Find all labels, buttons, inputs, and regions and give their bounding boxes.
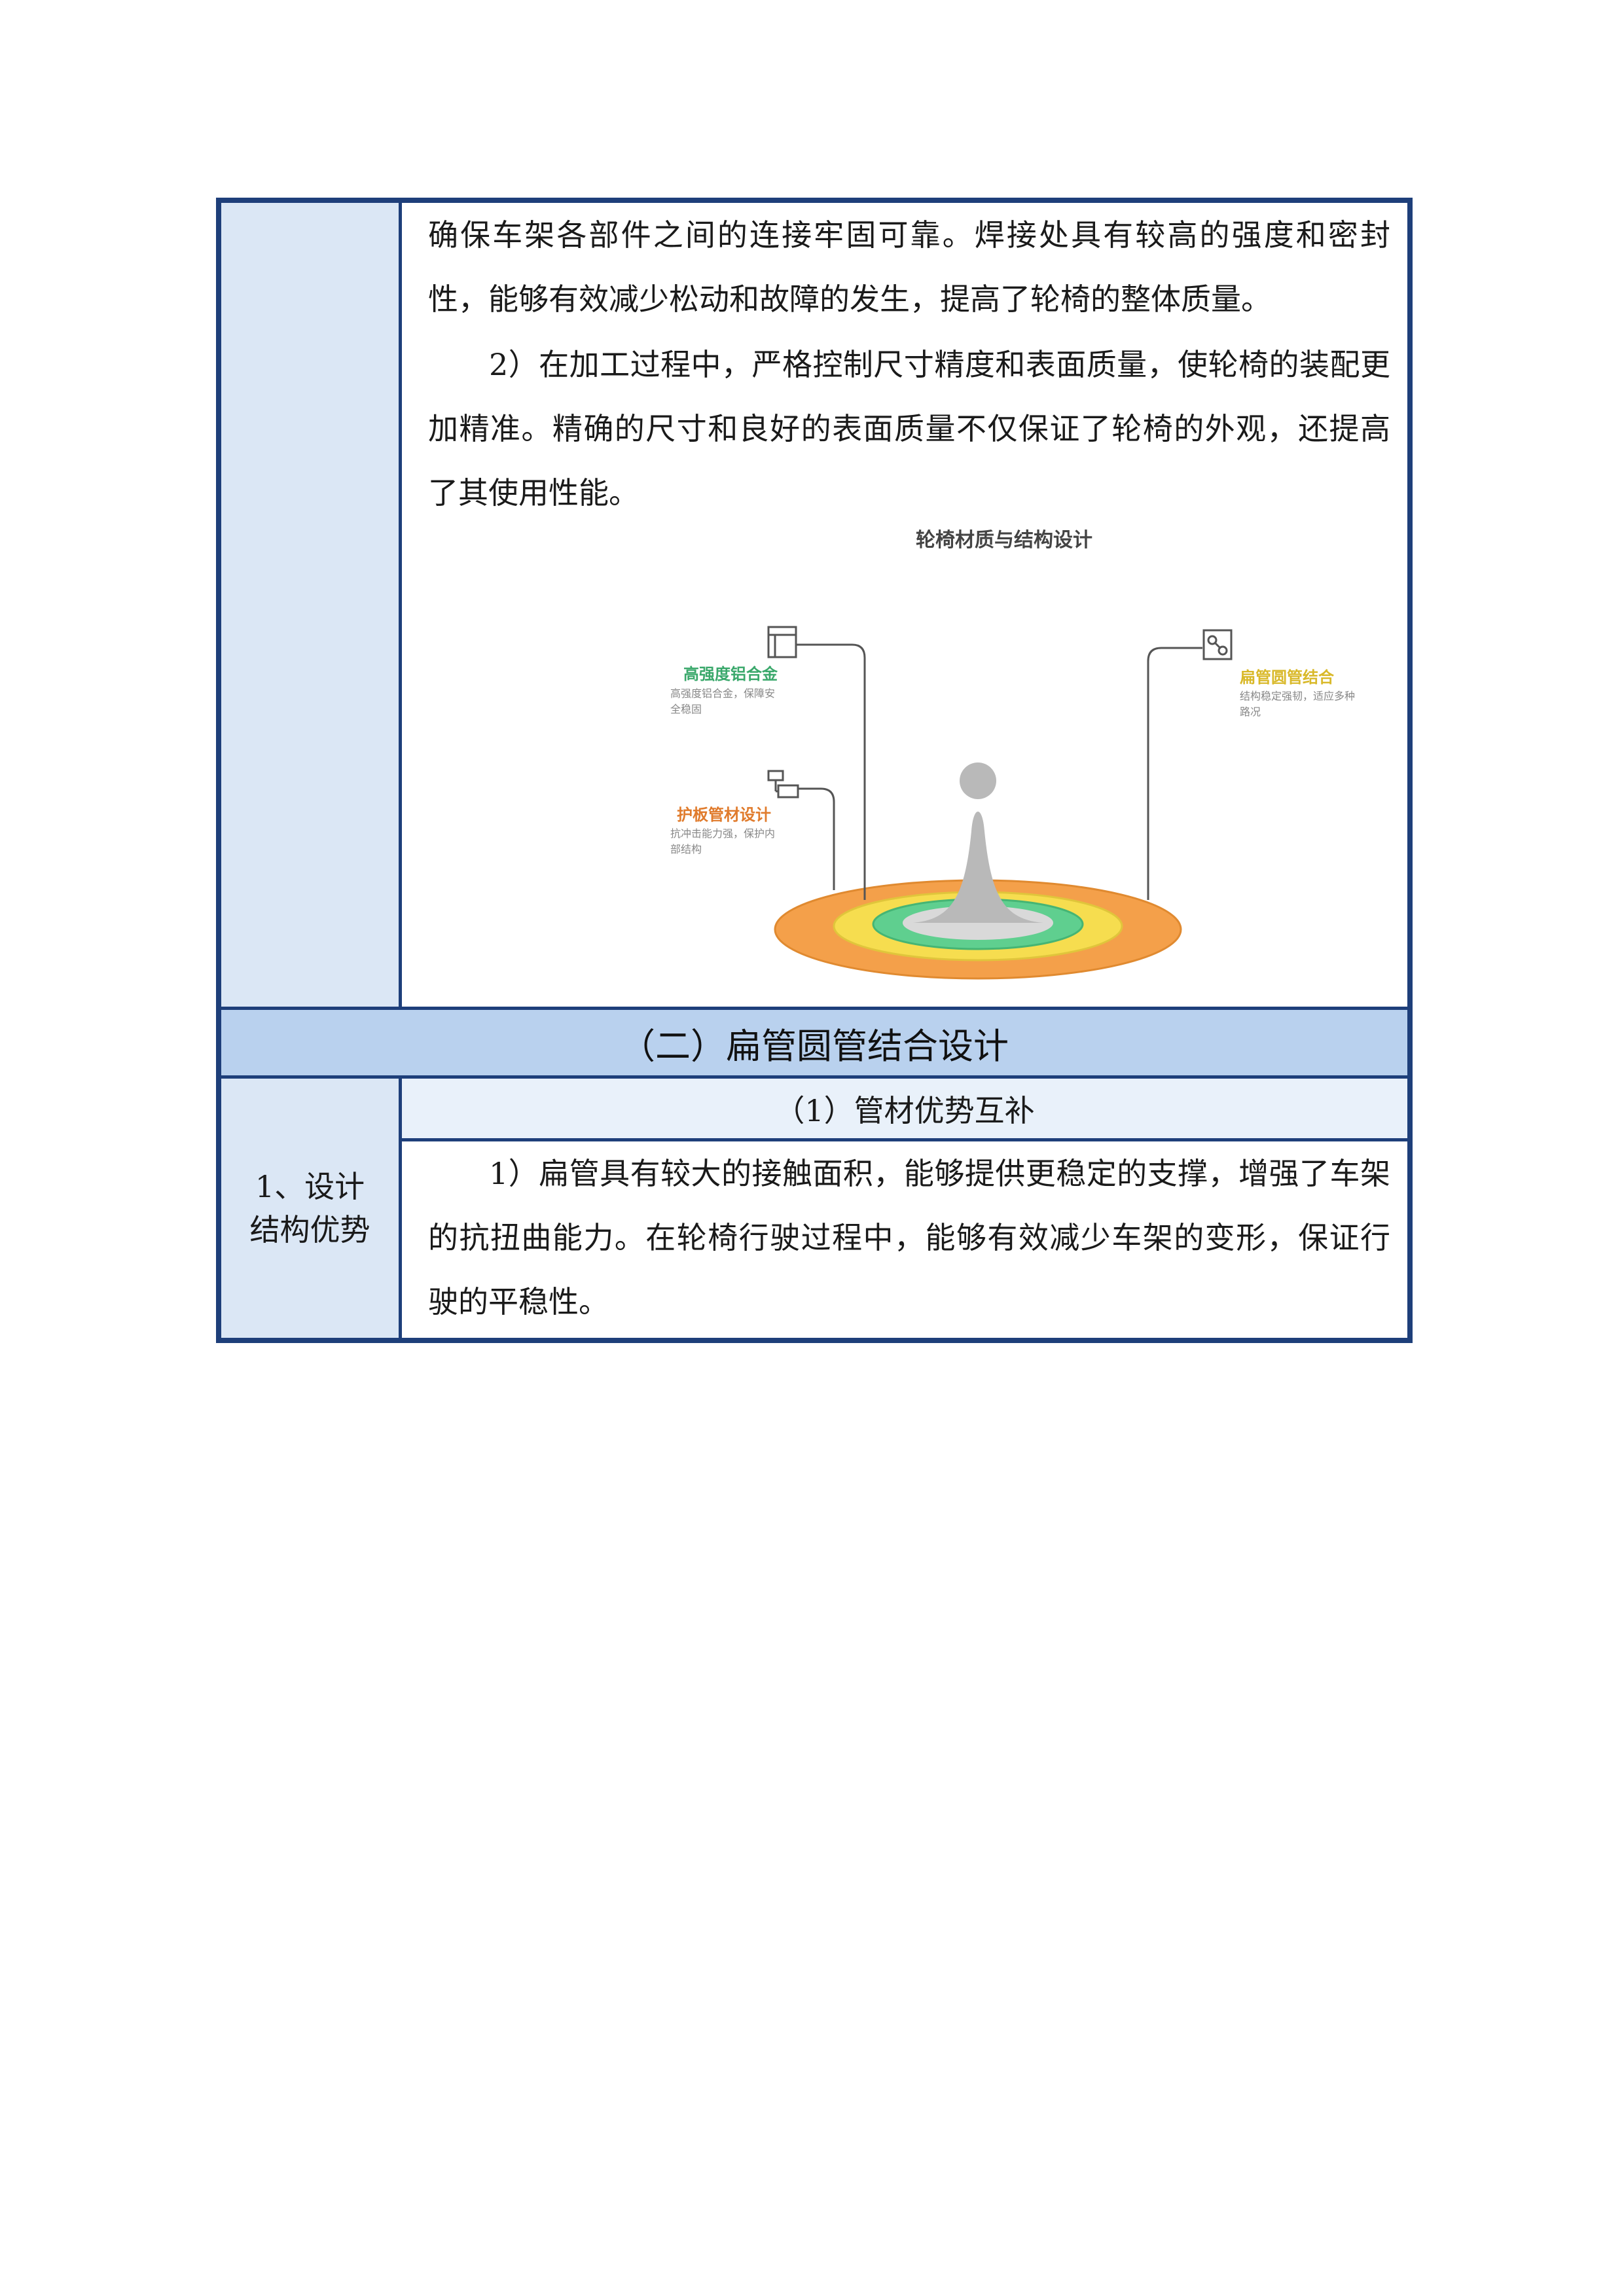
wheelchair-design-figure: 轮椅材质与结构设计 [644,524,1364,995]
desc-high-strength: 高强度铝合金，保障安全稳固 [670,687,776,715]
label-high-strength: 高强度铝合金 [683,664,778,683]
paragraph-flat-tube: 1）扁管具有较大的接触面积，能够提供更稳定的支撑，增强了车架的抗扭曲能力。在轮椅… [428,1156,1390,1319]
subsection-heading: （1）管材优势互补 [402,1079,1407,1141]
desc-guard-design: 抗冲击能力强，保护内部结构 [670,827,776,855]
paragraph-welding: 确保车架各部件之间的连接牢固可靠。焊接处具有较高的强度和密封性，能够有效减少松动… [428,217,1390,317]
figure-title: 轮椅材质与结构设计 [916,529,1092,552]
connector-right [1147,647,1202,900]
content-table: 确保车架各部件之间的连接牢固可靠。焊接处具有较高的强度和密封性，能够有效减少松动… [216,198,1413,1343]
flowchart-icon [767,770,799,798]
center-sphere [960,762,996,799]
connector-left-top [796,643,866,900]
frame-icon [767,626,797,658]
left-label-cell: 1、设计结构优势 [221,1079,402,1338]
content-cell-bottom: 1）扁管具有较大的接触面积，能够提供更稳定的支撑，增强了车架的抗扭曲能力。在轮椅… [402,1141,1407,1338]
desc-tube-combo: 结构稳定强韧，适应多种路况 [1240,690,1356,718]
label-guard-design: 护板管材设计 [677,805,771,824]
content-cell-top: 确保车架各部件之间的连接牢固可靠。焊接处具有较高的强度和密封性，能够有效减少松动… [402,203,1407,1007]
left-label-cell-top [221,203,402,1007]
center-peak [912,812,1043,923]
figure-graphic [767,626,1233,980]
label-tube-combo: 扁管圆管结合 [1240,668,1334,687]
paragraph-precision: 2）在加工过程中，严格控制尺寸精度和表面质量，使轮椅的装配更加精准。精确的尺寸和… [428,347,1390,511]
tube-icon [1202,629,1233,660]
connector-left-bottom [798,787,835,890]
section-heading: （二）扁管圆管结合设计 [221,1007,1407,1079]
